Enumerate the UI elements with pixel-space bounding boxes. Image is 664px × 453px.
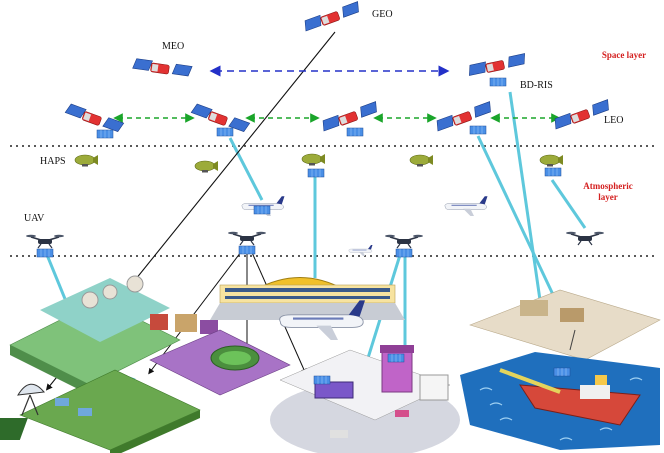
meo-label: MEO xyxy=(162,41,185,52)
airship-icon xyxy=(539,154,564,167)
airship-icon xyxy=(74,154,99,167)
satellite-icon xyxy=(552,99,612,131)
city-block-icon xyxy=(469,289,661,361)
airship-icon xyxy=(409,154,434,167)
city-block-icon xyxy=(270,345,460,453)
airship-icon xyxy=(301,153,326,166)
satellite-icon xyxy=(302,1,362,33)
haps-label: HAPS xyxy=(40,156,66,167)
drone-icon xyxy=(227,231,267,246)
geo-label: GEO xyxy=(372,9,393,20)
satellite-icon xyxy=(131,57,193,78)
farm-icon xyxy=(0,369,201,453)
satellite-icon xyxy=(466,53,528,78)
airplane-icon xyxy=(348,244,373,257)
uav-label: UAV xyxy=(24,213,45,224)
city-block-icon xyxy=(9,275,291,396)
drone-icon xyxy=(384,234,424,249)
airship-icon xyxy=(194,160,219,173)
airplane-icon xyxy=(444,195,488,217)
satellite-icon xyxy=(320,101,380,133)
space-layer-label: Space layer xyxy=(601,50,647,60)
drone-icon xyxy=(565,231,605,246)
bd-ris-label: BD-RIS xyxy=(520,80,553,91)
airport-icon xyxy=(210,277,405,341)
leo-label: LEO xyxy=(604,115,624,126)
satellite-icon xyxy=(64,102,125,135)
atmospheric-layer-label: Atmospheric layer xyxy=(583,181,633,202)
ground-station-icon xyxy=(17,383,45,416)
ship-icon xyxy=(460,352,660,450)
drone-icon xyxy=(25,234,65,249)
